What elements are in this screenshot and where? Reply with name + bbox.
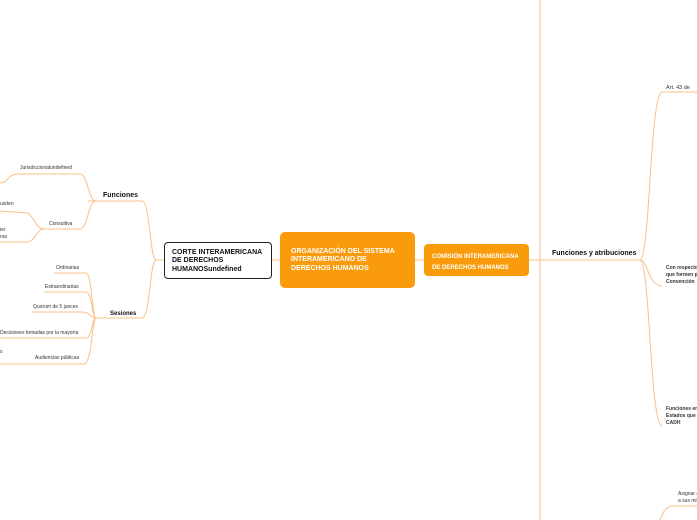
connector-left-sesiones — [96, 259, 164, 319]
connector-respecto — [639, 259, 663, 287]
consultiva-leaf[interactable]: Consultiva — [49, 221, 73, 227]
extraordinarias-leaf[interactable]: Extraordinarias — [45, 284, 79, 290]
decisiones-leaf[interactable]: Decisiones tomadas por la mayoría — [0, 330, 79, 336]
jurisdiccional-leaf[interactable]: Jurisdiccionalundefined — [20, 165, 72, 171]
sesiones-topic[interactable]: Sesiones — [110, 311, 137, 317]
ordinarias-leaf[interactable]: Ordinarias — [56, 265, 80, 271]
funciones-atribuciones-topic[interactable]: Funciones y atribuciones — [552, 250, 637, 257]
cut-text-s[interactable]: s — [0, 349, 3, 355]
main-topic-label: ORGANIZACIÓN DEL SISTEMA INTERAMERICANO … — [291, 248, 395, 272]
connector-jurisdiccional-child — [0, 173, 19, 184]
connector-quorum — [32, 311, 97, 319]
connector-consultiva — [44, 200, 97, 230]
connector-audiencias — [34, 317, 97, 365]
cut-text-rsa[interactable]: rsa — [0, 234, 7, 240]
connector-jurisdiccional — [18, 173, 97, 202]
connector-asignar — [659, 505, 697, 520]
quorum-leaf[interactable]: Quorum de 5 jueces — [33, 304, 79, 310]
main-topic-node[interactable]: ORGANIZACIÓN DEL SISTEMA INTERAMERICANO … — [280, 232, 415, 288]
funciones-topic[interactable]: Funciones — [103, 192, 139, 199]
comision-label: COMISIÓN INTERAMERICANA DE DERECHOS HUMA… — [432, 254, 519, 272]
corte-interamericana-node[interactable]: CORTE INTERAMERICANA DE DERECHOS HUMANOS… — [164, 242, 272, 279]
audiencias-leaf[interactable]: Audiencias públicas — [35, 355, 80, 361]
connector-consultiva-child1 — [0, 210, 45, 230]
cut-text-ier[interactable]: ier — [0, 227, 6, 233]
funciones-en-leaf[interactable]: Funciones en Estados que CADH — [666, 406, 697, 426]
asignar-leaf[interactable]: Asignar a a sus mi — [678, 491, 697, 504]
connector-art43 — [639, 91, 697, 261]
con-respecto-leaf[interactable]: Con respecto que formen p Convención — [666, 265, 697, 285]
connector-consultiva-child2 — [0, 228, 45, 243]
connector-decisiones — [0, 317, 97, 339]
connector-left-funciones — [88, 200, 164, 261]
comision-interamericana-node[interactable]: COMISIÓN INTERAMERICANA DE DERECHOS HUMA… — [424, 244, 529, 276]
corte-label: CORTE INTERAMERICANA DE DERECHOS HUMANOS… — [172, 249, 262, 273]
cut-text-usden[interactable]: usden — [0, 201, 14, 207]
connector-funciones-en — [639, 259, 663, 427]
art43-leaf[interactable]: Art. 43 de — [666, 85, 690, 91]
connector-extraordinarias — [44, 291, 97, 319]
